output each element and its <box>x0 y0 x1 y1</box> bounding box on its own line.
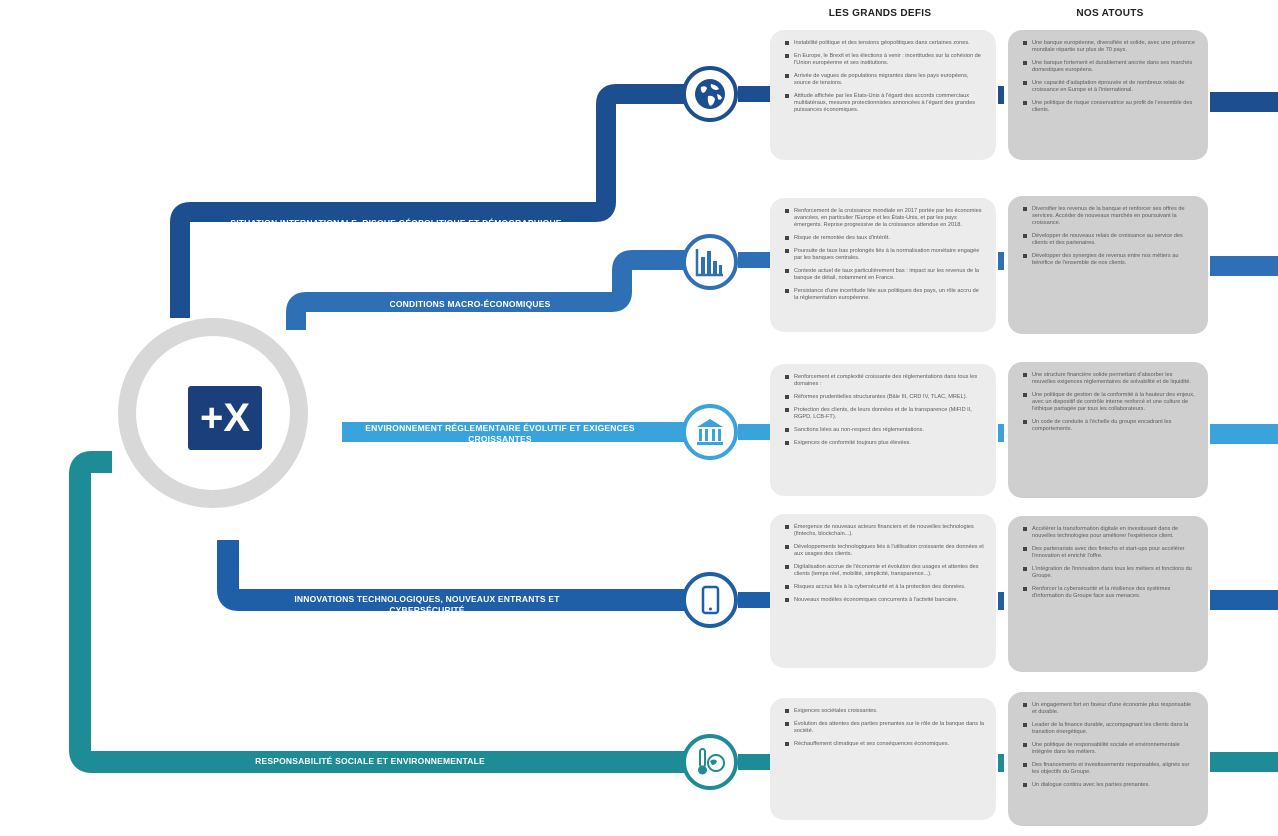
challenge-item: Exigences de conformité toujours plus él… <box>785 440 984 447</box>
challenge-item: Risque de remontée des taux d'intérêt. <box>785 235 984 242</box>
strengths-box-1: Une banque européenne, diversifiée et so… <box>1008 30 1208 160</box>
strength-item: Développer de nouveaux relais de croissa… <box>1023 233 1196 247</box>
icon-link-2 <box>738 252 770 268</box>
strengths-box-2: Diversifier les revenus de la banque et … <box>1008 196 1208 334</box>
challenges-column-title: LES GRANDS DEFIS <box>828 8 932 19</box>
strength-item: Leader de la finance durable, accompagna… <box>1023 722 1196 736</box>
connector-branch-2 <box>286 250 690 330</box>
strength-item: Renforcer la cybersécurité et la résilie… <box>1023 586 1196 600</box>
challenge-item: Développements technologiques liés à l'u… <box>785 544 984 557</box>
icon-link-5 <box>738 754 770 770</box>
globe-icon <box>682 66 738 122</box>
branch-label-5: RESPONSABILITÉ SOCIALE ET ENVIRONNEMENTA… <box>255 756 485 766</box>
branch-tail-5 <box>1210 752 1278 772</box>
challenge-item: Nouveaux modèles économiques concurrents… <box>785 597 984 604</box>
icon-link-1 <box>738 86 770 102</box>
challenge-item: Persistance d'une incertitude liée aux p… <box>785 288 984 302</box>
challenges-box-3: Renforcement et complexité croissante de… <box>770 364 996 496</box>
box-divider-2 <box>998 252 1004 270</box>
challenges-box-2: Renforcement de la croissance mondiale e… <box>770 198 996 332</box>
box-divider-5 <box>998 754 1004 772</box>
icon-link-4 <box>738 592 770 608</box>
strength-item: Développer des synergies de revenus entr… <box>1023 253 1196 267</box>
branch-label-3: ENVIRONNEMENT RÉGLEMENTAIRE ÉVOLUTIF ET … <box>365 423 635 444</box>
branch-label-2: CONDITIONS MACRO-ÉCONOMIQUES <box>389 299 551 309</box>
box-divider-1 <box>998 86 1004 104</box>
challenge-item: Risques accrus liés à la cybersécurité e… <box>785 584 984 591</box>
bar-chart-icon <box>682 234 738 290</box>
strength-item: Diversifier les revenus de la banque et … <box>1023 206 1196 227</box>
challenge-item: Arrivée de vagues de populations migrant… <box>785 73 984 87</box>
strength-item: Une politique de gestion de la conformit… <box>1023 392 1195 412</box>
strength-item: Accélérer la transformation digitale en … <box>1023 526 1196 540</box>
strength-item: Une structure financière solide permetta… <box>1023 372 1196 386</box>
bank-icon <box>682 404 738 460</box>
challenge-item: Attitude affichée par les États-Unis à l… <box>785 93 984 114</box>
challenge-item: En Europe, le Brexit et les élections à … <box>785 53 984 67</box>
company-logo: +X <box>188 386 262 450</box>
box-divider-3 <box>998 424 1004 442</box>
challenge-item: Évolution des attentes des parties prena… <box>785 721 985 734</box>
challenge-item: Renforcement de la croissance mondiale e… <box>785 208 984 229</box>
branch-tail-1 <box>1210 92 1278 112</box>
icon-link-3 <box>738 424 770 440</box>
strengths-box-3: Une structure financière solide permetta… <box>1008 362 1208 498</box>
connector-branch-5 <box>69 451 690 773</box>
challenge-item: Renforcement et complexité croissante de… <box>785 374 984 388</box>
strengths-box-5: Un engagement fort en faveur d'une écono… <box>1008 692 1208 826</box>
strength-item: L'intégration de l'innovation dans tous … <box>1023 566 1196 580</box>
strength-item: Des partenariats avec des fintechs et st… <box>1023 546 1196 560</box>
challenge-item: Réformes prudentielles structurantes (Bâ… <box>785 394 984 401</box>
strengths-box-4: Accélérer la transformation digitale en … <box>1008 516 1208 672</box>
branch-tail-4 <box>1210 590 1278 610</box>
branch-label-1: SITUATION INTERNATIONALE, RISQUE GÉOPOLI… <box>230 218 562 228</box>
challenge-item: Instabilité politique et des tensions gé… <box>785 40 984 47</box>
challenges-box-4: Émergence de nouveaux acteurs financiers… <box>770 514 996 668</box>
challenge-item: Contexte actuel de taux particulièrement… <box>785 268 984 282</box>
challenge-item: Poursuite de taux bas prolongés liés à l… <box>785 248 984 262</box>
thermometer-globe-icon <box>682 734 738 790</box>
connector-branch-1 <box>170 84 690 318</box>
strength-item: Des financements et investissements resp… <box>1023 762 1196 776</box>
connector-branch-4 <box>217 540 690 611</box>
branch-label-4: INNOVATIONS TECHNOLOGIQUES, NOUVEAUX ENT… <box>294 594 560 615</box>
branch-tail-2 <box>1210 256 1278 276</box>
challenge-item: Exigences sociétales croissantes. <box>785 708 984 715</box>
strength-item: Un code de conduite à l'échelle du group… <box>1023 419 1196 433</box>
challenge-item: Émergence de nouveaux acteurs financiers… <box>785 524 984 538</box>
strength-item: Une politique de responsabilité sociale … <box>1023 742 1196 756</box>
challenge-item: Sanctions liées au non-respect des régle… <box>785 427 984 434</box>
box-divider-4 <box>998 592 1004 610</box>
strengths-column-title: NOS ATOUTS <box>1076 8 1144 19</box>
challenge-item: Protection des clients, de leurs données… <box>785 407 984 421</box>
strength-item: Un engagement fort en faveur d'une écono… <box>1023 702 1196 716</box>
branch-tail-3 <box>1210 424 1278 444</box>
challenges-box-5: Exigences sociétales croissantes. Évolut… <box>770 698 996 820</box>
strength-item: Un dialogue continu avec les parties pre… <box>1023 782 1196 789</box>
strength-item: Une politique de risque conservatrice au… <box>1023 100 1196 114</box>
challenge-item: Digitalisation accrue de l'économie et é… <box>785 564 984 578</box>
strength-item: Une banque fortement et durablement ancr… <box>1023 60 1196 74</box>
challenges-box-1: Instabilité politique et des tensions gé… <box>770 30 996 160</box>
challenge-item: Réchauffement climatique et ses conséque… <box>785 741 984 748</box>
strength-item: Une capacité d'adaptation éprouvée et de… <box>1023 80 1196 94</box>
smartphone-icon <box>682 572 738 628</box>
strength-item: Une banque européenne, diversifiée et so… <box>1023 40 1195 53</box>
